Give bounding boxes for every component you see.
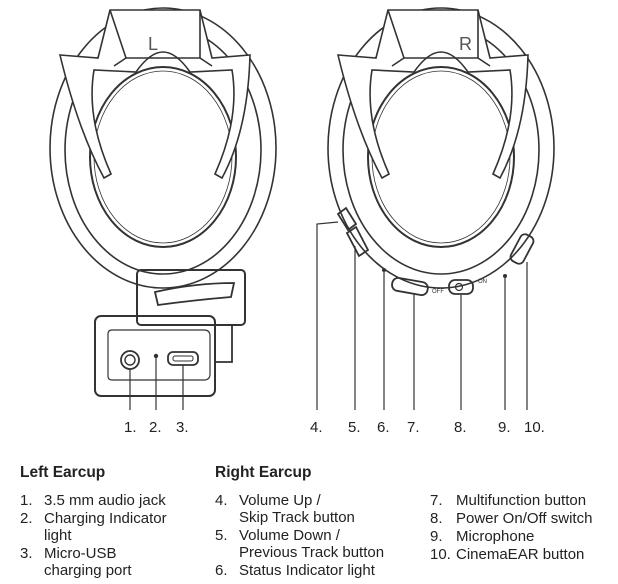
legend-item-text: CinemaEAR button (456, 546, 585, 563)
audio-jack (120, 350, 140, 370)
left-ear-cushion (89, 66, 237, 248)
left-earcup-outer (49, 7, 277, 289)
legend-item-text: Volume Down / Previous Track button (239, 527, 385, 561)
callout-8: 8. (454, 419, 467, 436)
left-control-slot (153, 282, 236, 307)
left-earcup-title: Left Earcup (20, 464, 106, 481)
power-on-label: ON (478, 279, 487, 285)
microphone (503, 274, 507, 278)
legend-item-number: 6. (215, 562, 228, 579)
callout-6: 6. (377, 419, 390, 436)
legend-item: 1. 3.5 mm audio jack (20, 492, 200, 509)
right-earcup: R OFF ON (316, 7, 555, 410)
power-icon (454, 282, 464, 292)
right-letter: R (459, 34, 472, 54)
legend-item-text: 3.5 mm audio jack (44, 492, 166, 509)
callout-10: 10. (524, 419, 545, 436)
legend-item-text: Power On/Off switch (456, 510, 593, 527)
legend-item: 3. Micro-USB charging port (20, 545, 200, 579)
status-indicator-light (382, 268, 386, 272)
legend-item-text: Microphone (456, 528, 535, 545)
left-earcup-legend: Left Earcup 1. 3.5 mm audio jack 2. Char… (20, 464, 200, 580)
legend-item-text: Charging Indicator light (44, 510, 167, 544)
legend-item: 8. Power On/Off switch (430, 510, 615, 527)
legend-item-text: Micro-USB charging port (44, 545, 132, 579)
callout-9: 9. (498, 419, 511, 436)
multifunction-button (391, 277, 429, 296)
callout-4: 4. (310, 419, 323, 436)
legend-item: 4. Volume Up / Skip Track button (215, 492, 430, 526)
earcup-diagram: L R OFF ON (49, 7, 555, 436)
legend-item-text: Multifunction button (456, 492, 587, 509)
left-yoke (58, 9, 251, 180)
legend-item-number: 4. (215, 492, 228, 509)
callout-1: 1. (124, 419, 137, 436)
legend-item: 2. Charging Indicator light (20, 510, 200, 544)
legend-item-number: 5. (215, 527, 228, 544)
volume-up-button (336, 206, 358, 232)
right-ear-cushion (367, 66, 515, 248)
left-control-highlight (136, 269, 246, 326)
right-earcup-outer (327, 7, 555, 289)
legend-item-number: 2. (20, 510, 33, 527)
legend-item-text: Volume Up / Skip Track button (239, 492, 355, 526)
legend-item-number: 10. (430, 546, 451, 563)
legend-item: 7. Multifunction button (430, 492, 615, 509)
left-earcup: L (49, 7, 277, 410)
legend-item-text: Status Indicator light (239, 562, 375, 579)
callout-5: 5. (348, 419, 361, 436)
power-off-label: OFF (432, 289, 444, 295)
left-zoom-box (94, 315, 216, 397)
callout-2: 2. (149, 419, 162, 436)
power-switch (448, 279, 474, 295)
legend-item-number: 9. (430, 528, 443, 545)
right-earcup-legend: Right Earcup 4. Volume Up / Skip Track b… (215, 464, 615, 580)
legend-item-number: 7. (430, 492, 443, 509)
right-earcup-title: Right Earcup (215, 464, 312, 481)
callout-3: 3. (176, 419, 189, 436)
legend-item-number: 1. (20, 492, 33, 509)
legend-item-number: 8. (430, 510, 443, 527)
legend-item: 5. Volume Down / Previous Track button (215, 527, 430, 561)
callout-7: 7. (407, 419, 420, 436)
right-yoke (336, 9, 529, 180)
charging-indicator-light (153, 353, 159, 359)
cinemaear-button (509, 233, 535, 265)
left-letter: L (148, 34, 158, 54)
legend-item: 10. CinemaEAR button (430, 546, 615, 563)
legend-item: 6. Status Indicator light (215, 562, 430, 579)
legend-item: 9. Microphone (430, 528, 615, 545)
legend-item-number: 3. (20, 545, 33, 562)
